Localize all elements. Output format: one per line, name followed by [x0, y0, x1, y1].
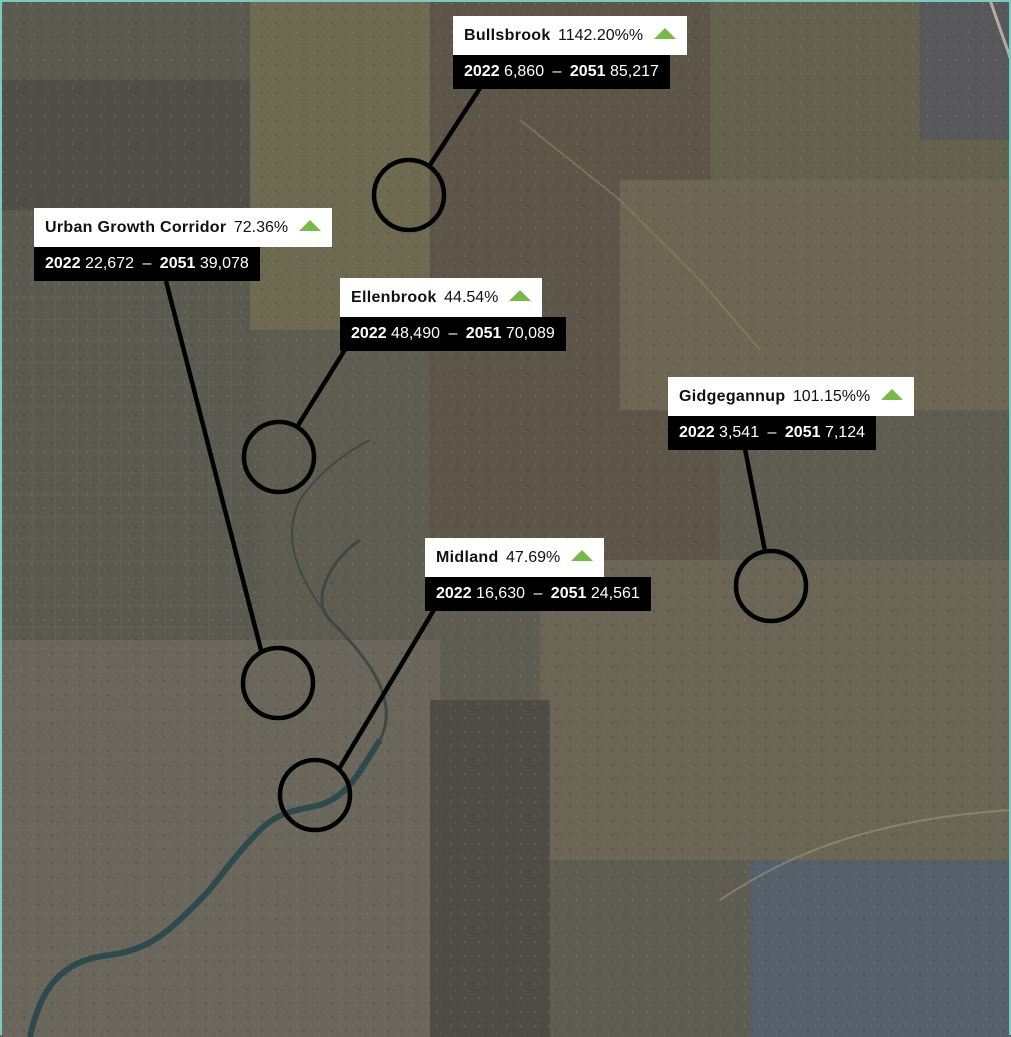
- end-year: 2051: [569, 63, 606, 80]
- increase-triangle-icon: [653, 28, 676, 39]
- range-dash: –: [142, 255, 152, 272]
- population-range: 2022 6,860 – 2051 85,217: [453, 55, 670, 89]
- population-range: 2022 16,630 – 2051 24,561: [425, 577, 651, 611]
- start-year: 2022: [45, 255, 81, 272]
- start-year: 2022: [679, 424, 715, 441]
- leader-line-gidgegannup: [742, 448, 768, 552]
- marker-gidgegannup: [733, 548, 809, 624]
- increase-triangle-icon: [508, 290, 531, 301]
- leader-line-bullsbrook: [428, 86, 482, 167]
- growth-percent: 44.54%: [444, 289, 499, 306]
- location-markers: [163, 86, 809, 833]
- marker-bullsbrook: [371, 157, 447, 233]
- start-population: 48,490: [391, 325, 440, 342]
- callout-urban-growth-corridor: Urban Growth Corridor 72.36% 2022 22,672…: [34, 208, 332, 281]
- population-range: 2022 48,490 – 2051 70,089: [340, 317, 566, 351]
- start-year: 2022: [436, 585, 472, 602]
- end-year: 2051: [784, 424, 821, 441]
- callout-ellenbrook: Ellenbrook 44.54% 2022 48,490 – 2051 70,…: [340, 278, 566, 351]
- growth-percent: 72.36%: [233, 219, 289, 236]
- place-name: Midland: [436, 549, 499, 566]
- end-population: 7,124: [824, 424, 865, 441]
- leader-line-midland: [337, 606, 437, 771]
- marker-urban-growth-corridor: [240, 645, 316, 721]
- population-range: 2022 22,672 – 2051 39,078: [34, 247, 260, 281]
- callout-header: Urban Growth Corridor 72.36%: [34, 208, 332, 247]
- end-population: 70,089: [505, 325, 555, 342]
- callout-midland: Midland 47.69% 2022 16,630 – 2051 24,561: [425, 538, 651, 611]
- growth-percent: 47.69%: [506, 549, 561, 566]
- end-year: 2051: [550, 585, 587, 602]
- increase-triangle-icon: [570, 550, 593, 561]
- start-population: 6,860: [504, 63, 545, 80]
- start-population: 3,541: [719, 424, 760, 441]
- end-year: 2051: [159, 255, 196, 272]
- end-year: 2051: [465, 325, 502, 342]
- start-population: 16,630: [476, 585, 525, 602]
- increase-triangle-icon: [880, 389, 903, 400]
- range-dash: –: [767, 424, 777, 441]
- range-dash: –: [552, 63, 562, 80]
- growth-percent: 1142.20%%: [558, 27, 644, 44]
- start-population: 22,672: [85, 255, 134, 272]
- range-dash: –: [533, 585, 543, 602]
- callout-header: Midland 47.69%: [425, 538, 604, 577]
- place-name: Gidgegannup: [679, 388, 786, 405]
- callout-bullsbrook: Bullsbrook 1142.20%% 2022 6,860 – 2051 8…: [453, 16, 687, 89]
- callout-header: Gidgegannup 101.15%%: [668, 377, 914, 416]
- place-name: Ellenbrook: [351, 289, 437, 306]
- increase-triangle-icon: [298, 220, 321, 231]
- population-range: 2022 3,541 – 2051 7,124: [668, 416, 876, 450]
- callout-header: Ellenbrook 44.54%: [340, 278, 542, 317]
- growth-percent: 101.15%%: [792, 388, 871, 405]
- place-name: Urban Growth Corridor: [45, 219, 227, 236]
- place-name: Bullsbrook: [464, 27, 551, 44]
- callout-gidgegannup: Gidgegannup 101.15%% 2022 3,541 – 2051 7…: [668, 377, 914, 450]
- leader-line-ellenbrook: [295, 346, 348, 429]
- end-population: 39,078: [199, 255, 249, 272]
- callout-header: Bullsbrook 1142.20%%: [453, 16, 687, 55]
- leader-line-urban-growth-corridor: [163, 280, 265, 655]
- marker-ellenbrook: [241, 419, 317, 495]
- marker-midland: [277, 757, 353, 833]
- start-year: 2022: [351, 325, 387, 342]
- end-population: 85,217: [609, 63, 659, 80]
- range-dash: –: [448, 325, 458, 342]
- start-year: 2022: [464, 63, 500, 80]
- end-population: 24,561: [590, 585, 640, 602]
